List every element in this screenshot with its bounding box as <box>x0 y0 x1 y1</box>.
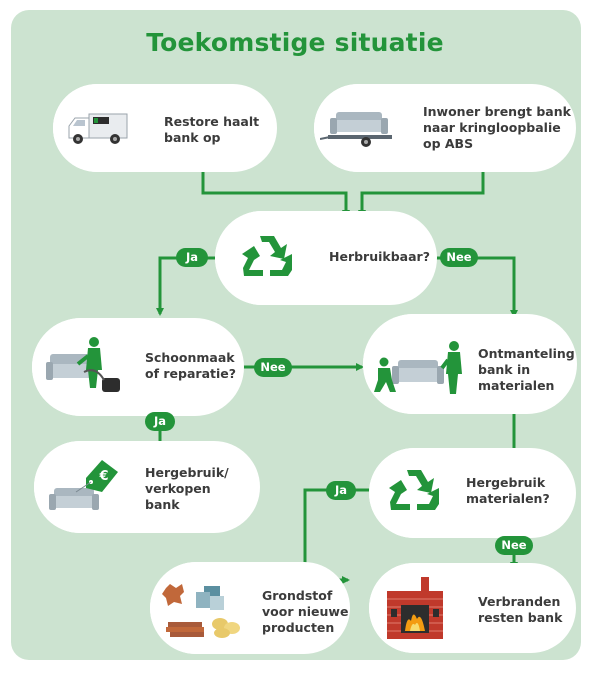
delivery-van-icon <box>68 113 128 144</box>
badge-herbruikbaar-ja: Ja <box>176 248 208 267</box>
edge-inwoner-herbruikbaar <box>358 152 485 218</box>
raw-materials-icon <box>162 584 240 638</box>
badge-schoonmaak-nee: Nee <box>254 358 292 377</box>
label-restore: Restore haalt bank op <box>164 114 260 145</box>
label-herbruikbaar: Herbruikbaar? <box>329 249 430 264</box>
label-hergebruik-verkopen: Hergebruik/ verkopen bank <box>145 465 229 512</box>
node-hergebruik-verkopen-circle <box>34 441 126 533</box>
edge-restore-herbruikbaar <box>201 152 350 218</box>
recycle-icon <box>242 236 292 276</box>
dismantling-sofa-icon <box>374 341 462 394</box>
label-verbranden: Verbranden resten bank <box>478 594 563 625</box>
recycle-icon <box>389 470 439 510</box>
label-grondstof: Grondstof voor nieuwe producten <box>262 588 349 635</box>
node-hergebruik-materialen-circle <box>369 448 459 538</box>
sofa-price-tag-icon: € <box>49 460 118 510</box>
label-inwoner: Inwoner brengt bank naar kringloopbalie … <box>423 104 571 151</box>
cleaning-sofa-icon <box>46 337 120 392</box>
badge-materialen-nee: Nee <box>495 536 533 555</box>
node-herbruikbaar-circle <box>215 211 309 305</box>
sofa-on-trailer-icon <box>320 112 392 147</box>
label-hergebruik-materialen: Hergebruik materialen? <box>466 475 550 506</box>
badge-schoonmaak-ja: Ja <box>145 412 175 431</box>
badge-materialen-ja: Ja <box>326 481 356 500</box>
badge-herbruikbaar-nee: Nee <box>440 248 478 267</box>
incinerator-icon <box>387 577 443 639</box>
label-ontmanteling: Ontmanteling bank in materialen <box>478 346 575 393</box>
diagram-title: Toekomstige situatie <box>146 28 444 57</box>
label-schoonmaak: Schoonmaak of reparatie? <box>145 350 236 381</box>
price-tag-symbol: € <box>98 469 108 484</box>
edge-herbruikbaar-nee <box>432 256 518 318</box>
